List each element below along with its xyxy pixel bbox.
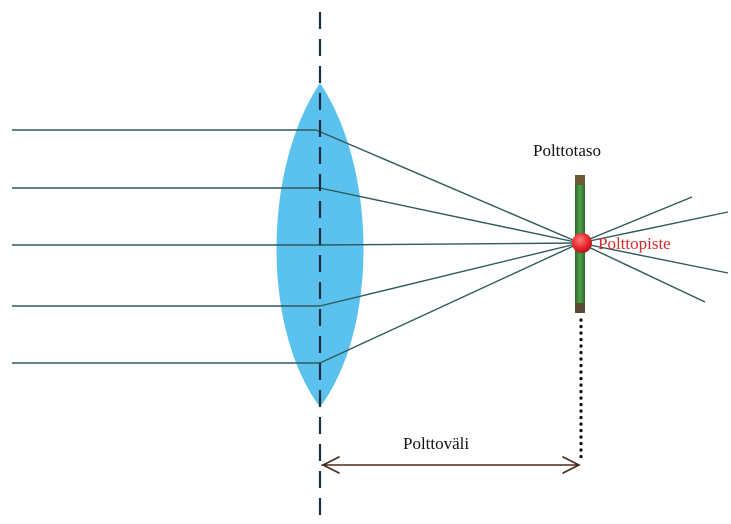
refracted-ray-4	[319, 242, 581, 307]
refracted-rays	[315, 129, 581, 364]
focal-plane-label: Polttotaso	[533, 141, 601, 160]
focal-length-arrow-left-head	[321, 456, 340, 474]
refracted-ray-2	[319, 187, 581, 244]
diverging-ray-1	[579, 196, 693, 244]
red-dot-icon	[572, 233, 592, 253]
refracted-ray-1	[315, 129, 581, 244]
diverging-ray-3	[579, 242, 729, 274]
focal-length-label: Polttoväli	[403, 434, 469, 453]
diverging-ray-4	[579, 242, 706, 303]
focal-length-arrow	[321, 456, 581, 474]
refracted-ray-5	[319, 242, 581, 364]
diverging-ray-2	[579, 211, 729, 244]
diverging-rays	[579, 196, 729, 303]
focal-point-label: Polttopiste	[598, 234, 671, 253]
refracted-ray-3	[319, 242, 581, 246]
focal-plane-bar-top	[575, 175, 585, 185]
incoming-rays	[12, 129, 320, 364]
focal-plane-bar-bottom	[575, 303, 585, 313]
focal-length-arrow-right-head	[562, 456, 581, 474]
